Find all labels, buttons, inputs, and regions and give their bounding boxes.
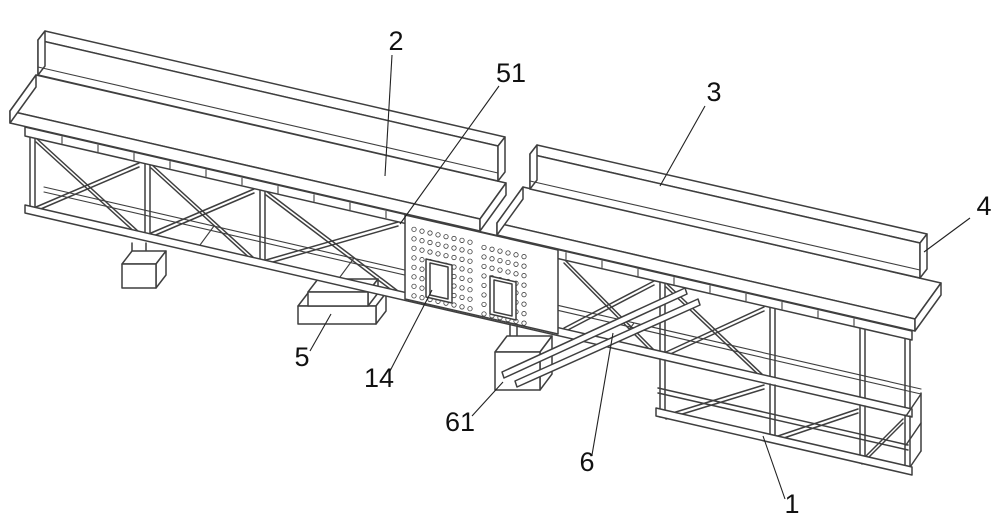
deck-right [496,186,942,332]
leader-line-14 [389,289,433,372]
leader-line-5 [309,313,332,352]
truss-diagonals [35,137,765,381]
braces-6 [501,287,701,388]
leader-line-51 [399,85,500,225]
end-frame-1 [655,358,922,476]
window-opening-a [425,258,453,304]
support-foot [121,242,167,289]
label-61: 61 [445,407,475,437]
label-51: 51 [496,58,526,88]
label-4: 4 [976,191,991,221]
truss-verticals [29,130,911,415]
splice-plate [404,214,559,335]
label-6: 6 [579,447,594,477]
label-2: 2 [388,26,403,56]
leader-line-6 [591,332,614,456]
leader-lines [309,54,971,500]
leader-line-4 [923,217,971,253]
deck-left [9,74,507,232]
leader-line-61 [471,381,504,417]
leader-line-3 [659,105,706,187]
label-1: 1 [784,489,799,519]
label-3: 3 [706,77,721,107]
labels: 2 51 3 4 5 14 61 6 1 [294,26,991,519]
parapet-right [529,144,928,279]
label-5: 5 [294,342,309,372]
leader-line-2 [384,54,393,177]
label-14: 14 [364,363,394,393]
window-opening-b [489,275,517,321]
leader-line-1 [762,435,786,500]
